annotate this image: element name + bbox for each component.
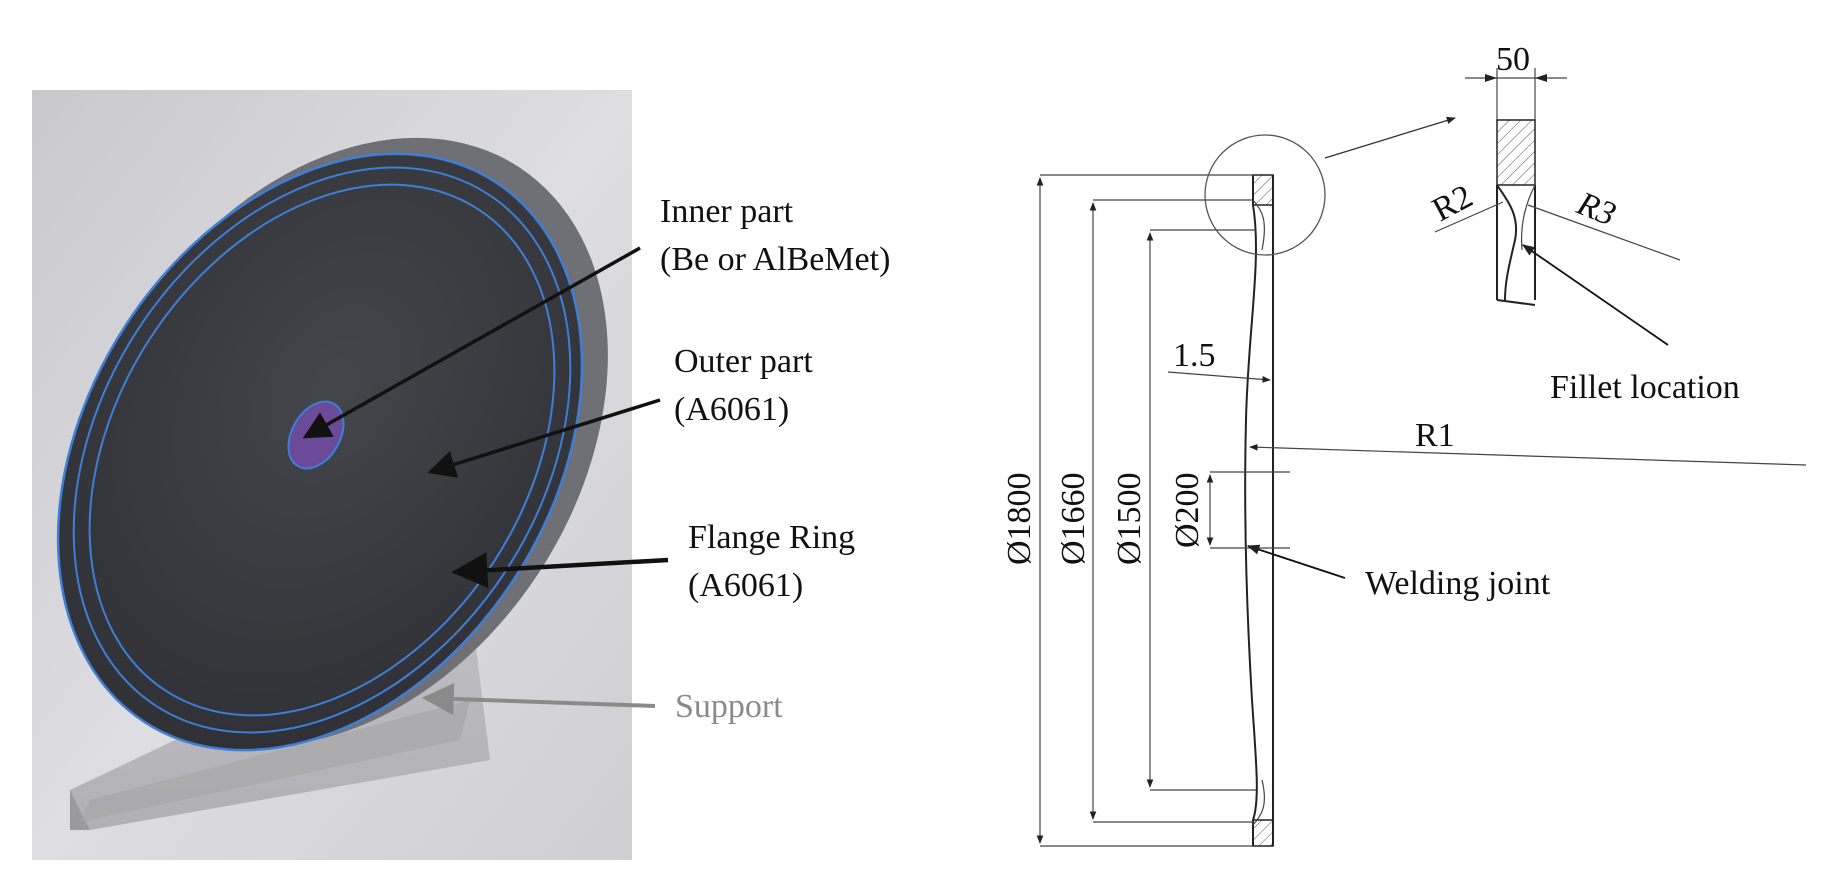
welding-joint-label: Welding joint	[1365, 565, 1551, 602]
dim-width: 50	[1496, 41, 1530, 78]
fillet-curve-top	[1252, 199, 1265, 251]
outer-part-label-2: (A6061)	[674, 391, 789, 428]
fillet-location-arrow	[1521, 244, 1669, 346]
dim-1500: Ø1500	[1111, 472, 1148, 565]
flange-ring-label-2: (A6061)	[688, 567, 803, 604]
plate-bottom-hatch	[1252, 819, 1274, 847]
dim-1660: Ø1660	[1055, 472, 1092, 565]
detail-circle	[1204, 134, 1326, 256]
cross-section-drawing: Ø1800 Ø1660 Ø1500 Ø200 1.5 R1 Welding jo…	[1001, 41, 1807, 847]
dim-line-thickness	[1167, 371, 1271, 383]
fillet-detail-view: 50 R2 R3	[1426, 41, 1681, 346]
dim-r3: R3	[1571, 185, 1621, 234]
fillet-curve-bottom	[1252, 779, 1265, 826]
inner-part-label-1: Inner part	[660, 193, 794, 230]
inner-part-label-2: (Be or AlBeMet)	[660, 241, 890, 278]
flange-ring-label-1: Flange Ring	[688, 519, 855, 556]
plate-top-hatch	[1252, 174, 1274, 206]
outer-part-arrow	[427, 398, 661, 478]
support-arrow	[421, 683, 656, 715]
render-3d-view: Inner part (Be or AlBeMet) Outer part (A…	[32, 90, 890, 860]
inner-part-arrow	[302, 246, 641, 439]
outer-part-label-1: Outer part	[674, 343, 813, 380]
outer-part-outline	[88, 183, 556, 717]
fillet-location-label: Fillet location	[1550, 369, 1740, 406]
dim-r2: R2	[1426, 178, 1478, 229]
flange-ring-arrow	[451, 552, 669, 589]
welding-joint-arrow	[1246, 544, 1346, 579]
support-label: Support	[675, 688, 783, 725]
dim-200: Ø200	[1169, 472, 1206, 548]
detail-leader	[1324, 116, 1456, 159]
dim-line-r1	[1249, 443, 1807, 466]
concave-surface	[1244, 204, 1258, 821]
dim-1800: Ø1800	[1001, 472, 1038, 565]
dim-thickness: 1.5	[1173, 337, 1216, 374]
dim-r1: R1	[1415, 417, 1455, 454]
